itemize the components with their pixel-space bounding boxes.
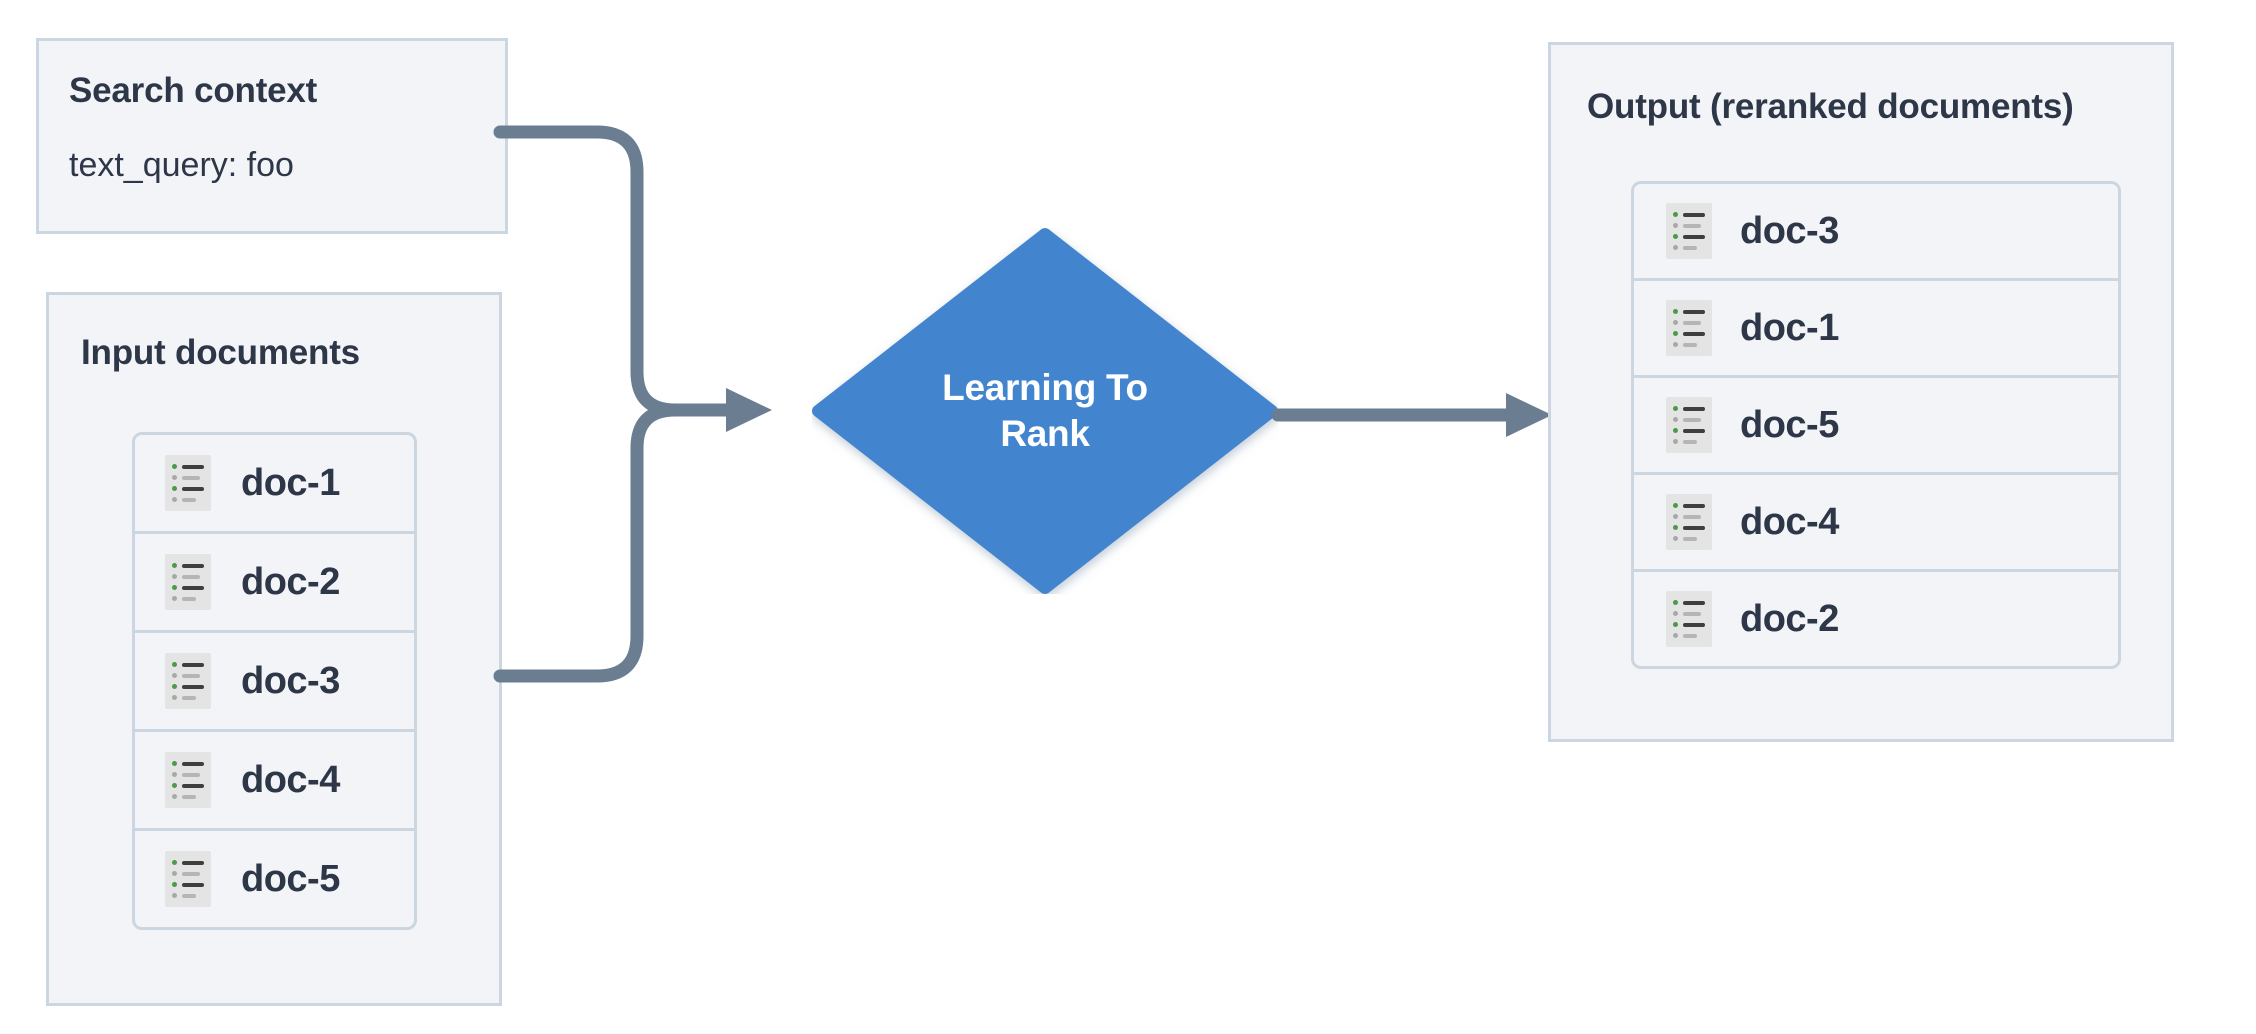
list-item-label: doc-5 xyxy=(241,857,340,900)
diamond-shape xyxy=(812,228,1278,594)
output-documents-list: doc-3 doc-1 doc-5 xyxy=(1631,181,2121,669)
list-item-label: doc-3 xyxy=(241,659,340,702)
list-item[interactable]: doc-2 xyxy=(1631,569,2121,669)
document-list-icon xyxy=(165,653,211,709)
list-item-label: doc-4 xyxy=(1740,500,1839,543)
arrowhead-into-ltr xyxy=(726,388,772,432)
connector-inputs-to-ltr xyxy=(493,125,772,683)
search-context-query: text_query: foo xyxy=(69,146,294,184)
output-title: Output (reranked documents) xyxy=(1587,87,2074,126)
document-list-icon xyxy=(165,554,211,610)
list-item-label: doc-1 xyxy=(241,461,340,504)
list-item-label: doc-2 xyxy=(1740,597,1839,640)
document-list-icon xyxy=(165,455,211,511)
list-item[interactable]: doc-2 xyxy=(132,531,417,633)
list-item-label: doc-5 xyxy=(1740,403,1839,446)
document-list-icon xyxy=(1666,494,1712,550)
list-item[interactable]: doc-5 xyxy=(132,828,417,930)
list-item[interactable]: doc-1 xyxy=(132,432,417,534)
document-list-icon xyxy=(1666,397,1712,453)
list-item[interactable]: doc-4 xyxy=(1631,472,2121,572)
document-list-icon xyxy=(1666,300,1712,356)
list-item[interactable]: doc-3 xyxy=(1631,181,2121,281)
input-documents-list: doc-1 doc-2 doc-3 xyxy=(132,432,417,930)
learning-to-rank-node[interactable]: Learning To Rank xyxy=(812,228,1278,594)
list-item[interactable]: doc-4 xyxy=(132,729,417,831)
document-list-icon xyxy=(1666,203,1712,259)
list-item-label: doc-2 xyxy=(241,560,340,603)
document-list-icon xyxy=(165,752,211,808)
list-item[interactable]: doc-3 xyxy=(132,630,417,732)
document-list-icon xyxy=(1666,591,1712,647)
input-documents-title: Input documents xyxy=(81,333,360,372)
input-documents-panel: Input documents doc-1 doc-2 xyxy=(46,292,502,1006)
connector-search-context-path xyxy=(493,125,737,417)
connector-input-documents-path xyxy=(493,403,737,683)
list-item[interactable]: doc-5 xyxy=(1631,375,2121,475)
list-item-label: doc-4 xyxy=(241,758,340,801)
arrowhead-into-output xyxy=(1506,393,1552,437)
list-item[interactable]: doc-1 xyxy=(1631,278,2121,378)
search-context-panel: Search context text_query: foo xyxy=(36,38,508,234)
connector-ltr-to-output xyxy=(1271,393,1552,437)
list-item-label: doc-3 xyxy=(1740,209,1839,252)
document-list-icon xyxy=(165,851,211,907)
list-item-label: doc-1 xyxy=(1740,306,1839,349)
search-context-title: Search context xyxy=(69,71,318,110)
output-panel: Output (reranked documents) doc-3 xyxy=(1548,42,2174,742)
